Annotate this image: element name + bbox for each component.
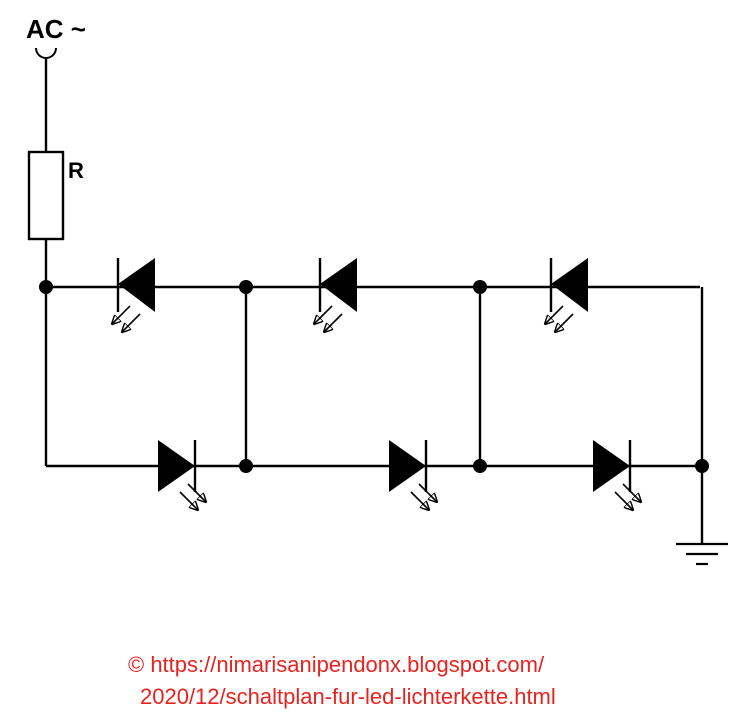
ac-terminal-symbol — [35, 47, 57, 59]
credit-line-1: © https://nimarisanipendonx.blogspot.com… — [128, 652, 545, 677]
resistor — [27, 150, 65, 241]
led-bottom-2 — [389, 440, 437, 510]
credit-line-2: 2020/12/schaltplan-fur-led-lichterkette.… — [140, 684, 556, 709]
led-top-1 — [112, 258, 155, 332]
wires — [44, 58, 704, 544]
led-bottom-3 — [593, 440, 641, 510]
led-top-3 — [545, 258, 588, 332]
led-top-2 — [314, 258, 357, 332]
ac-source-label: AC ~ — [26, 14, 86, 44]
resistor-label: R — [68, 158, 84, 183]
ground-symbol — [676, 542, 728, 566]
led-bottom-1 — [158, 440, 206, 510]
junction-dots — [39, 280, 709, 473]
